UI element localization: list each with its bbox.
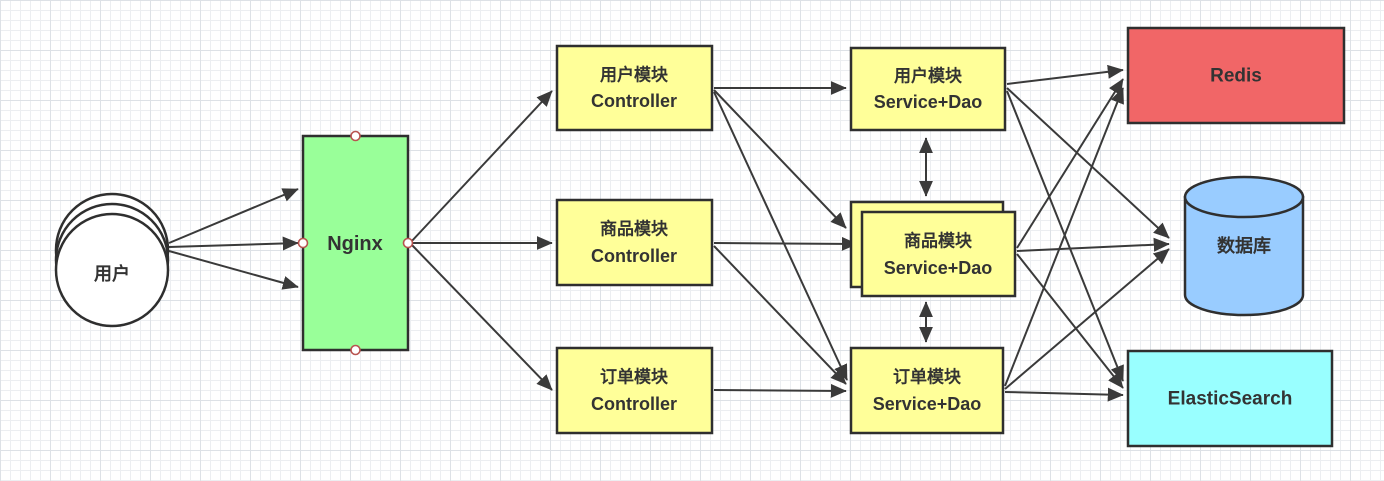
users-label: 用户 xyxy=(94,263,130,284)
user-service-box[interactable] xyxy=(849,46,1007,132)
order-controller-label-zh: 订单模块 xyxy=(600,367,669,387)
product-controller-box[interactable] xyxy=(555,198,714,287)
database-cylinder[interactable] xyxy=(1183,175,1305,317)
elasticsearch-label: ElasticSearch xyxy=(1168,389,1293,410)
product-controller-label-zh: 商品模块 xyxy=(600,219,669,239)
edge-user-service-database[interactable] xyxy=(1006,87,1170,239)
edge-nginx-order-controller[interactable] xyxy=(409,242,553,391)
database-label: 数据库 xyxy=(1217,235,1271,256)
edges xyxy=(168,64,1170,402)
user-service-label-zh: 用户模块 xyxy=(894,66,963,86)
nginx-anchor-left[interactable] xyxy=(297,237,309,249)
order-controller-label-en: Controller xyxy=(591,394,677,414)
redis-label: Redis xyxy=(1210,66,1262,87)
edge-product-controller-product-service[interactable] xyxy=(713,236,858,251)
database-cylinder-top[interactable] xyxy=(1183,175,1305,219)
database-cylinder-body[interactable] xyxy=(1183,195,1305,317)
user-controller-label-zh: 用户模块 xyxy=(600,65,669,85)
edge-order-service-redis[interactable] xyxy=(1004,87,1124,387)
edge-product-service-redis[interactable] xyxy=(1016,78,1124,249)
user-controller-label-en: Controller xyxy=(591,91,677,111)
elasticsearch-box[interactable] xyxy=(1126,349,1334,448)
order-controller-box[interactable] xyxy=(555,346,714,435)
nginx-anchor-right[interactable] xyxy=(402,237,414,249)
edge-user-controller-product-service[interactable] xyxy=(713,89,847,229)
nginx-anchor-bottom[interactable] xyxy=(350,344,361,356)
product-controller-label-en: Controller xyxy=(591,246,677,266)
labels: 用户 Nginx 用户模块 Controller 商品模块 Controller… xyxy=(94,65,1292,415)
edge-product-service-database[interactable] xyxy=(1016,237,1170,252)
order-service-label-en: Service+Dao xyxy=(873,394,982,414)
nodes xyxy=(54,26,1346,448)
nginx-box[interactable] xyxy=(301,134,410,352)
edge-order-service-elasticsearch[interactable] xyxy=(1004,387,1124,402)
order-service-box[interactable] xyxy=(849,346,1005,435)
edge-order-controller-order-service[interactable] xyxy=(713,383,847,398)
order-service-label-zh: 订单模块 xyxy=(893,367,962,387)
edge-product-service-elasticsearch[interactable] xyxy=(1016,253,1124,389)
redis-box[interactable] xyxy=(1126,26,1346,125)
edge-users-nginx-3[interactable] xyxy=(168,250,299,290)
edge-nginx-user-controller[interactable] xyxy=(409,90,553,244)
edge-product-controller-order-service[interactable] xyxy=(713,245,847,385)
edge-users-nginx-2[interactable] xyxy=(168,236,299,251)
edge-order-service-database[interactable] xyxy=(1004,248,1170,390)
edge-users-nginx-1[interactable] xyxy=(168,188,299,244)
edge-user-controller-order-service[interactable] xyxy=(713,91,848,381)
product-service-label-en: Service+Dao xyxy=(884,258,993,278)
nginx-anchor-top[interactable] xyxy=(350,130,361,142)
users-node[interactable] xyxy=(54,192,170,328)
user-controller-box[interactable] xyxy=(555,44,714,132)
users-circle-front[interactable] xyxy=(54,212,170,328)
product-service-label-zh: 商品模块 xyxy=(904,231,973,251)
nginx-label: Nginx xyxy=(327,233,383,255)
user-service-label-en: Service+Dao xyxy=(874,92,983,112)
product-service-box-front[interactable] xyxy=(860,210,1017,298)
edge-user-service-redis[interactable] xyxy=(1006,64,1124,85)
